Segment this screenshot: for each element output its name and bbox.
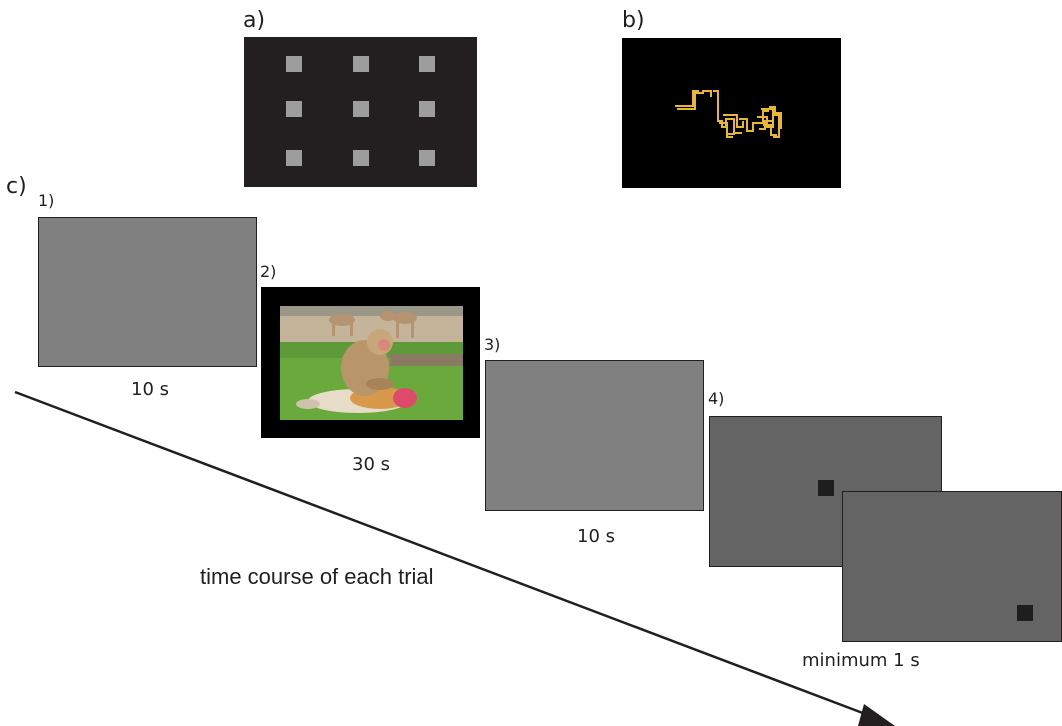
step-3-number: 3) [484, 335, 501, 354]
calibration-dot [353, 150, 369, 166]
step-3-gray-screen [485, 360, 704, 511]
target-square [1017, 605, 1033, 621]
calibration-dot [286, 56, 302, 72]
gaze-trace [675, 90, 782, 138]
calibration-dot [286, 150, 302, 166]
step-1-gray-screen [38, 217, 257, 367]
step-2-video-screen [261, 287, 480, 438]
step-4-number: 4) [708, 389, 725, 408]
time-course-label: time course of each trial [200, 564, 434, 589]
calibration-dot [419, 101, 435, 117]
step-1-number: 1) [38, 191, 55, 210]
calibration-dot [353, 56, 369, 72]
step-3-duration: 10 s [577, 526, 616, 547]
target-square [818, 480, 834, 496]
calibration-dot [353, 101, 369, 117]
step-4-target-screen-b [842, 491, 1062, 642]
calibration-dot [419, 56, 435, 72]
step-2-number: 2) [260, 262, 277, 281]
panel-c-label: c) [6, 174, 27, 199]
panel-a-label: a) [243, 8, 266, 33]
panel-b-gaze-trace-screen [622, 38, 841, 188]
step-1-duration: 10 s [131, 379, 170, 400]
calibration-dot [286, 101, 302, 117]
calibration-dot [419, 150, 435, 166]
panel-b-label: b) [622, 8, 645, 33]
step-2-duration: 30 s [352, 454, 391, 475]
macaque-video-frame [280, 306, 463, 420]
step-4-duration: minimum 1 s [802, 650, 920, 671]
panel-a-calibration-screen [244, 37, 477, 187]
